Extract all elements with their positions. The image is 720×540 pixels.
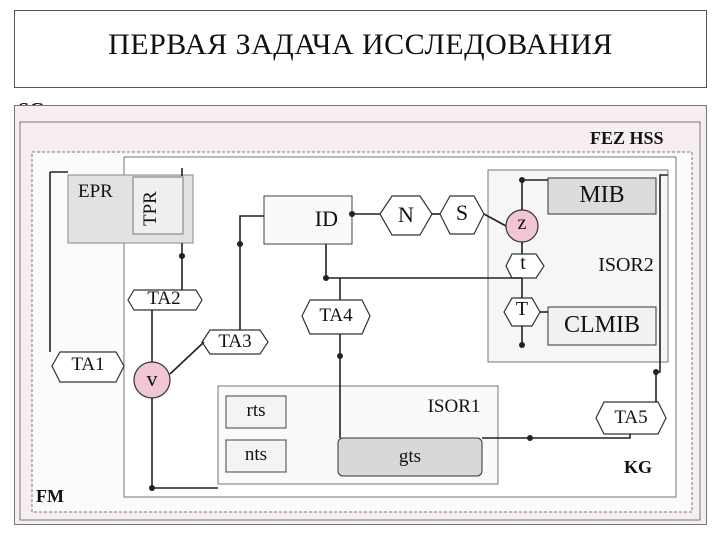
label-tpr: TPR [140, 191, 161, 226]
label-v: v [146, 366, 158, 391]
label-isor1: ISOR1 [427, 396, 481, 417]
ta1-shape [51, 351, 125, 383]
label-t-big: T [515, 298, 529, 320]
ta2-shape [127, 289, 203, 311]
page-title: ПЕРВАЯ ЗАДАЧА ИССЛЕДОВАНИЯ [108, 28, 613, 61]
clmib-box [547, 306, 657, 346]
rts-box [225, 395, 287, 429]
label-ta3: TA3 [218, 331, 252, 352]
label-n: N [398, 202, 414, 227]
junction-dots [149, 177, 659, 491]
gts-box [337, 437, 483, 477]
ta5-shape [595, 401, 667, 435]
ta3-shape [201, 329, 269, 355]
label-t-small: t [520, 252, 526, 274]
label-rts: rts [246, 400, 266, 421]
label-clmib: CLMIB [563, 312, 640, 338]
label-fez-hss: FEZ HSS [590, 128, 664, 148]
label-id: ID [314, 206, 338, 231]
title-frame [14, 10, 707, 88]
label-mib: MIB [579, 182, 625, 208]
label-s: S [455, 200, 469, 225]
label-gts: gts [398, 446, 422, 467]
label-ta4: TA4 [319, 305, 353, 326]
ta4-shape [301, 299, 371, 335]
label-ta5: TA5 [614, 407, 648, 428]
connection-lines [49, 168, 668, 489]
fez-hss-region [19, 121, 701, 521]
label-isor2: ISOR2 [598, 254, 654, 276]
tpr-block [132, 176, 184, 235]
label-epr: EPR [78, 181, 113, 202]
label-kg: KG [624, 457, 653, 477]
label-nts: nts [244, 444, 268, 465]
label-ta1: TA1 [71, 354, 105, 375]
nts-box [225, 439, 287, 473]
mib-box [547, 177, 657, 215]
label-fm: FM [36, 486, 64, 506]
id-box [263, 195, 353, 245]
label-ta2: TA2 [147, 288, 181, 309]
label-z: z [517, 212, 527, 234]
